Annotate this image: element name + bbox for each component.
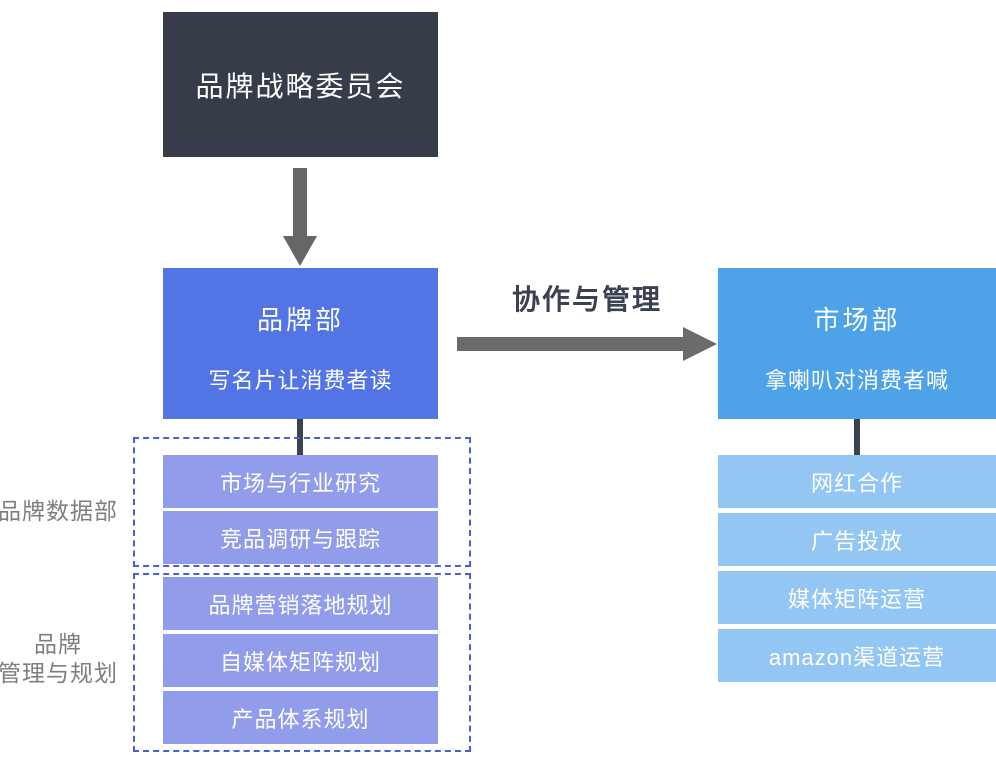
node-brand-strategy-committee: 品牌战略委员会 <box>163 12 438 157</box>
node-title: 品牌部 <box>256 305 344 335</box>
node-subtitle: 写名片让消费者读 <box>208 368 393 393</box>
arrow-right-shaft <box>457 337 685 351</box>
group-outline-brand-planning <box>133 573 471 752</box>
arrow-down-shaft <box>293 168 307 238</box>
group-label-brand-planning: 品牌 管理与规划 <box>0 630 124 688</box>
group-outline-brand-data <box>133 437 471 567</box>
list-item: 自媒体矩阵规划 <box>163 634 438 687</box>
list-item: 市场与行业研究 <box>163 455 438 508</box>
node-brand-dept: 品牌部 写名片让消费者读 <box>163 268 438 419</box>
node-market-dept: 市场部 拿喇叭对消费者喊 <box>718 268 996 419</box>
node-title: 市场部 <box>813 305 901 335</box>
group-label-brand-data: 品牌数据部 <box>0 498 118 524</box>
collaboration-arrow-label: 协作与管理 <box>511 284 662 315</box>
list-item: 竞品调研与跟踪 <box>163 511 438 564</box>
list-item: 网红合作 <box>718 455 996 508</box>
list-item: 品牌营销落地规划 <box>163 577 438 630</box>
list-item: 媒体矩阵运营 <box>718 571 996 624</box>
market-item-list: 网红合作 广告投放 媒体矩阵运营 amazon渠道运营 <box>718 455 996 682</box>
list-item: 产品体系规划 <box>163 691 438 744</box>
group-label-line: 品牌 <box>34 631 82 657</box>
connector-market-to-items <box>854 419 860 456</box>
node-title: 品牌战略委员会 <box>195 70 406 102</box>
arrow-down-icon <box>283 236 317 266</box>
node-subtitle: 拿喇叭对消费者喊 <box>764 368 949 393</box>
arrow-right-icon <box>683 327 717 361</box>
brand-planning-item-list: 品牌营销落地规划 自媒体矩阵规划 产品体系规划 <box>163 577 438 744</box>
group-label-line: 管理与规划 <box>0 660 118 686</box>
list-item: 广告投放 <box>718 513 996 566</box>
list-item: amazon渠道运营 <box>718 629 996 682</box>
brand-data-item-list: 市场与行业研究 竞品调研与跟踪 <box>163 455 438 564</box>
